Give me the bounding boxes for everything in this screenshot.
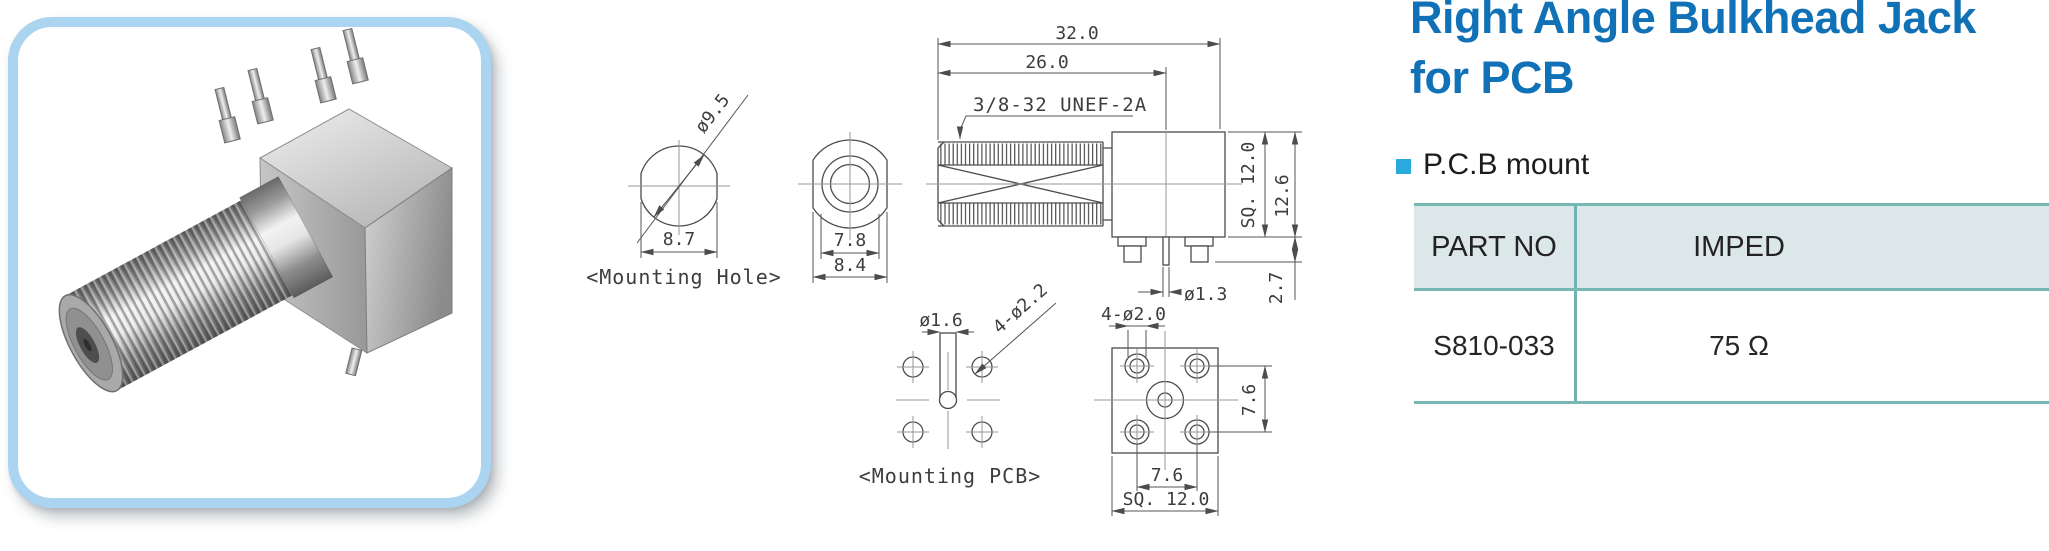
pcb-pins: [214, 27, 369, 144]
dim-front-outer-width: 8.4: [834, 255, 867, 276]
product-photo-frame: [8, 17, 491, 508]
dim-mounting-hole-width: 8.7: [663, 229, 696, 250]
mounting-hole-outline: [640, 145, 718, 227]
header-imped: IMPED: [1693, 230, 1785, 263]
spec-table-header-row: PART NO IMPED: [1414, 203, 2049, 291]
product-photo: [58, 27, 453, 393]
spec-table-row: S810-033 75 Ω: [1414, 291, 2049, 404]
dim-overall-height: 12.6: [1272, 174, 1293, 217]
page-title-line2: for PCB: [1410, 52, 1574, 103]
mounting-pcb-label: <Mounting PCB>: [859, 464, 1042, 488]
dim-pcb-corner-holes: 4-ø2.2: [989, 280, 1052, 339]
feature-label: P.C.B mount: [1423, 148, 1590, 181]
side-view: 32.0 26.0 3/8-32 UNEF-2A SQ. 12.0 12.6 2…: [926, 23, 1302, 305]
cell-part-no: S810-033: [1414, 291, 1577, 401]
mounting-hole-label: <Mounting Hole>: [586, 265, 782, 289]
header-part-no: PART NO: [1414, 206, 1577, 288]
dim-hole-pitch-horizontal: 7.6: [1151, 465, 1184, 486]
center-pin: [1162, 236, 1170, 266]
square-bullet-icon: [1396, 159, 1411, 174]
front-view: 7.8 8.4: [798, 132, 902, 283]
pcb-center-hole: [938, 390, 958, 410]
dim-thread-length: 26.0: [1025, 52, 1068, 73]
dim-bottom-corner-holes: 4-ø2.0: [1101, 304, 1166, 325]
page-title: Right Angle Bulkhead Jack for PCB: [1410, 0, 1976, 108]
dim-pin-protrusion: 2.7: [1266, 272, 1287, 305]
feature-item: P.C.B mount: [1396, 148, 1589, 182]
bottom-corner-holes: [1120, 349, 1214, 449]
dim-slot-width: ø1.6: [919, 310, 962, 331]
front-view-outline: [812, 139, 888, 229]
dim-overall-length: 32.0: [1055, 23, 1098, 44]
mounting-pcb-view: ø1.6 4-ø2.2 <Mounting PCB>: [859, 280, 1057, 488]
thread-spec-label: 3/8-32 UNEF-2A: [973, 94, 1147, 116]
pcb-corner-holes: [897, 351, 998, 448]
dim-front-inner-width: 7.8: [834, 230, 867, 251]
dim-center-pin-dia: ø1.3: [1184, 284, 1227, 305]
spec-table: PART NO IMPED S810-033 75 Ω: [1414, 203, 2049, 404]
bottom-view: 4-ø2.0 7.6 7.6 SQ. 12.0: [1094, 304, 1272, 516]
page-title-line1: Right Angle Bulkhead Jack: [1410, 0, 1976, 43]
dim-hole-pitch-vertical: 7.6: [1239, 384, 1260, 417]
dim-bottom-body-square: SQ. 12.0: [1123, 489, 1210, 510]
mounting-hole-view: ø9.5 8.7 <Mounting Hole>: [586, 90, 782, 289]
dim-body-square: SQ. 12.0: [1238, 142, 1259, 229]
cell-imped: 75 Ω: [1709, 330, 1769, 361]
threaded-barrel: [58, 175, 334, 393]
dim-mounting-hole-diameter: ø9.5: [691, 90, 734, 137]
